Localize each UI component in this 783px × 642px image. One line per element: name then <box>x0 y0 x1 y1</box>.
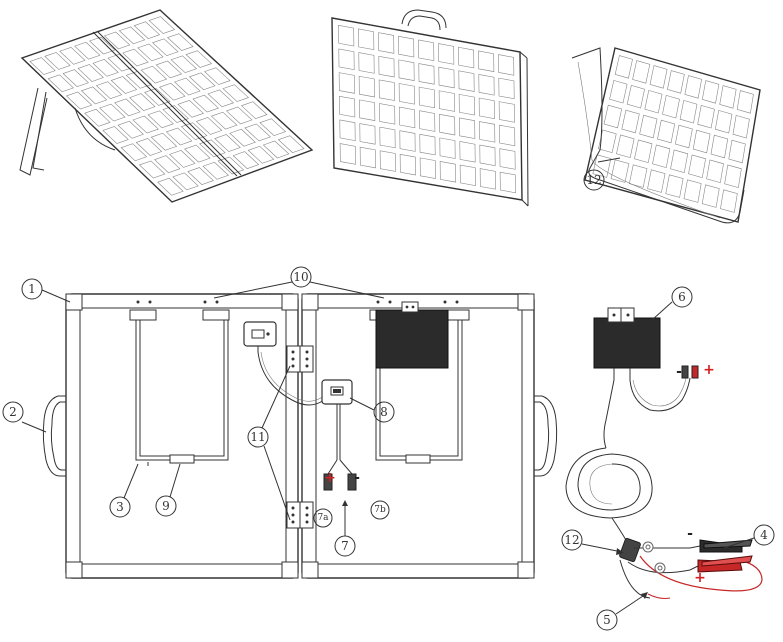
extension-cable <box>565 379 653 541</box>
callout-1: 1 <box>28 282 36 296</box>
callout-11: 11 <box>250 430 265 444</box>
callout-12-top-label: 12 <box>586 173 601 187</box>
callout-6: 6 <box>678 290 686 304</box>
junction-box <box>243 321 277 352</box>
panel-cells <box>29 16 305 196</box>
case-cells <box>338 24 516 194</box>
bag-cells <box>592 55 754 213</box>
callout-4: 5 <box>603 613 611 627</box>
callout-9: 9 <box>162 499 170 513</box>
callout-7: 7 <box>341 539 349 553</box>
ctrl-minus-sign: - <box>676 364 682 380</box>
hinge-bottom <box>286 501 314 529</box>
unfolded-panel-view <box>19 9 314 203</box>
left-kickstand <box>129 309 230 466</box>
clamp-plus-sign: + <box>694 570 706 586</box>
left-handle <box>42 395 66 477</box>
ctrl-plus-sign: + <box>703 362 715 378</box>
clamp-minus-sign: - <box>687 526 693 542</box>
charge-controller <box>593 307 661 380</box>
callout-2: 2 <box>9 405 17 419</box>
callout-12-top: 12 <box>583 169 605 191</box>
mc4-minus-sign: - <box>354 470 360 486</box>
callout-7a: 7a <box>317 513 329 523</box>
hinge-top <box>286 345 314 373</box>
callout-3: 3 <box>116 500 124 514</box>
controller-box-back <box>375 301 449 369</box>
folded-case-view <box>331 9 529 207</box>
mc4-junction-box <box>321 379 357 491</box>
open-panel-back <box>65 293 535 579</box>
callout-7b: 7b <box>374 505 386 515</box>
callout-12-bottom: 12 <box>564 533 579 547</box>
case-bag-view <box>571 47 761 224</box>
callout-5: 4 <box>760 528 768 542</box>
right-handle <box>534 395 558 477</box>
callout-8: 8 <box>380 405 388 419</box>
battery-clamp-cable <box>619 537 763 599</box>
callout-10: 10 <box>293 270 308 284</box>
mc4-plus-sign: + <box>324 470 336 486</box>
